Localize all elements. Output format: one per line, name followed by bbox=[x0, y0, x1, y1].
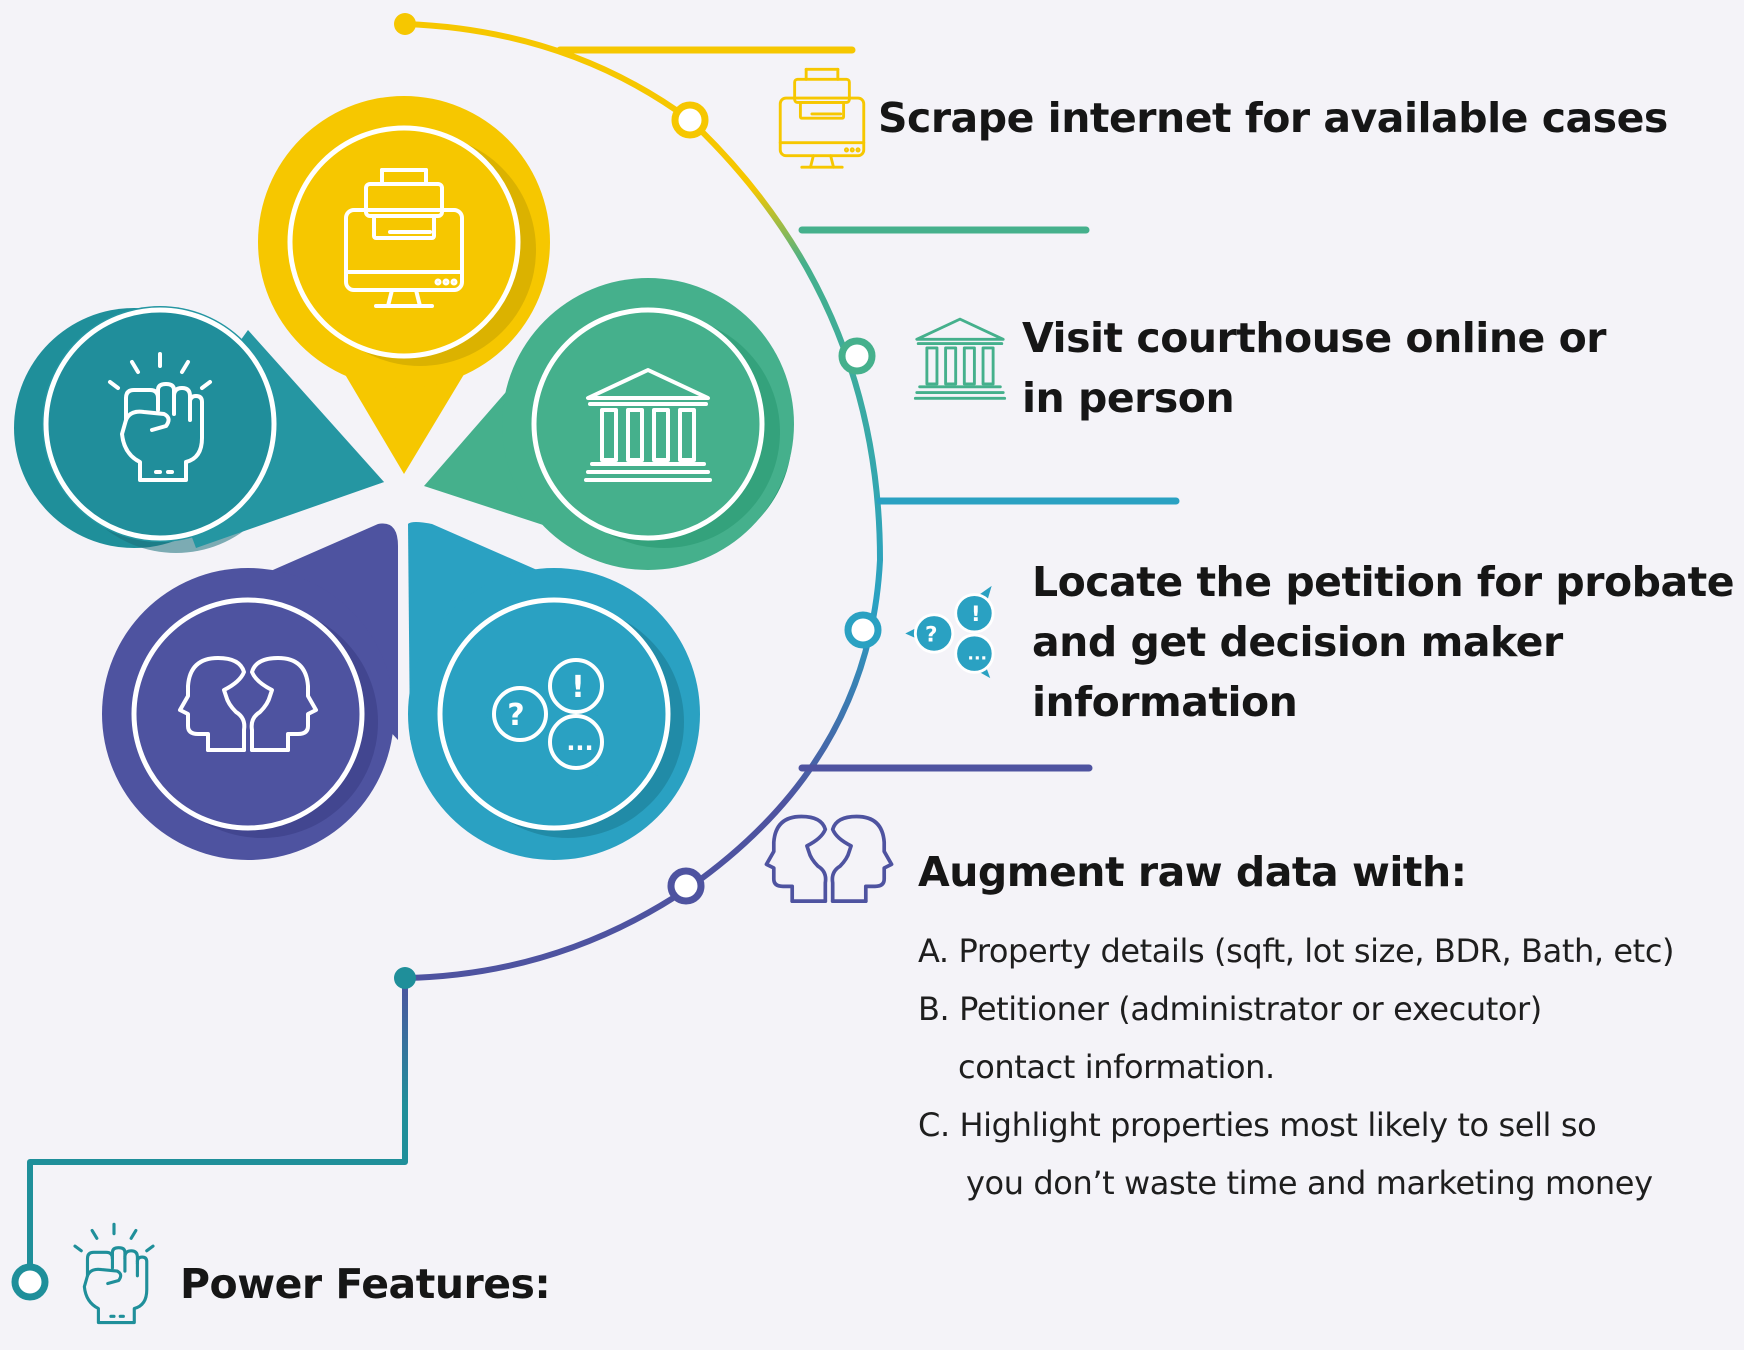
petal-ring bbox=[131, 597, 365, 831]
timeline-dot bbox=[394, 967, 416, 989]
augment-item-prefix: C. bbox=[918, 1106, 950, 1144]
augment-item-text: contact information. bbox=[958, 1048, 1275, 1086]
step-title-locate: Locate the petition for probate and get … bbox=[1032, 558, 1735, 726]
augment-item-text: Petitioner (administrator or executor) bbox=[959, 990, 1542, 1028]
timeline bbox=[11, 13, 1180, 1301]
two-heads-icon bbox=[764, 814, 894, 903]
raised-fist-icon bbox=[73, 1222, 155, 1325]
timeline-node bbox=[667, 867, 705, 905]
petal-courthouse bbox=[424, 278, 794, 570]
step-title-augment: Augment raw data with: bbox=[918, 848, 1467, 896]
augment-list: A. Property details (sqft, lot size, BDR… bbox=[918, 922, 1675, 1212]
augment-item-b: B. Petitioner (administrator or executor… bbox=[918, 980, 1674, 1096]
courthouse-icon bbox=[913, 317, 1007, 400]
petal-power-features bbox=[14, 306, 384, 553]
petal-augment bbox=[102, 523, 398, 860]
step-title-scrape: Scrape internet for available cases bbox=[878, 94, 1668, 142]
augment-item-prefix: A. bbox=[918, 932, 949, 970]
timeline-node bbox=[844, 611, 882, 649]
petal-ring bbox=[287, 125, 521, 359]
timeline-node bbox=[838, 337, 876, 375]
augment-item-text: you don’t waste time and marketing money bbox=[966, 1164, 1653, 1202]
footer-title: Power Features: bbox=[180, 1260, 551, 1308]
petal-ring bbox=[437, 597, 671, 831]
augment-item-a: A. Property details (sqft, lot size, BDR… bbox=[918, 922, 1675, 980]
augment-item-text: Property details (sqft, lot size, BDR, B… bbox=[958, 932, 1675, 970]
augment-item-c: C. Highlight properties most likely to s… bbox=[918, 1096, 1674, 1212]
step-title-courthouse: Visit courthouse online or in person bbox=[1022, 314, 1607, 422]
timeline-dot bbox=[394, 13, 416, 35]
petal-scrape bbox=[258, 96, 550, 474]
petal-locate bbox=[408, 522, 700, 860]
timeline-node bbox=[11, 1263, 49, 1301]
petal-ring bbox=[43, 307, 277, 541]
augment-item-prefix: B. bbox=[918, 990, 950, 1028]
petal-cluster bbox=[14, 96, 794, 860]
speech-bubbles-icon bbox=[903, 584, 995, 680]
timeline-arc bbox=[27, 21, 883, 1282]
monitor-printer-icon bbox=[778, 67, 866, 169]
augment-item-text: Highlight properties most likely to sell… bbox=[959, 1106, 1597, 1144]
petal-ring bbox=[531, 307, 765, 541]
timeline-node bbox=[671, 101, 709, 139]
